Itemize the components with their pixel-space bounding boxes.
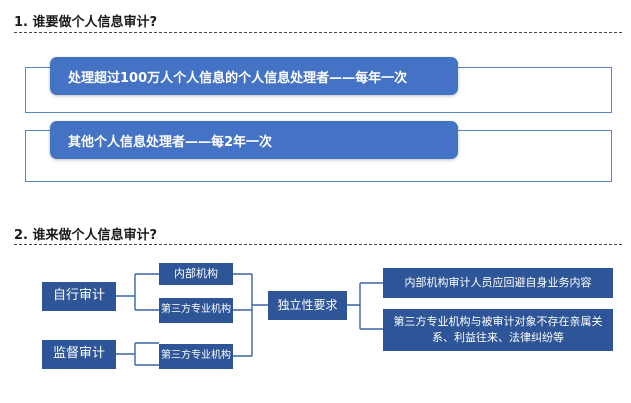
requirement-internal-label: 内部机构审计人员应回避自身业务内容: [404, 276, 592, 290]
supervised-audit-label: 监督审计: [52, 346, 105, 362]
internal-org-label: 内部机构: [174, 267, 218, 281]
self-audit-label: 自行审计: [52, 288, 105, 304]
third-party-org-box-1: 第三方专业机构: [159, 298, 233, 323]
item-2-label: 其他个人信息处理者——每2年一次: [68, 134, 273, 150]
section-1-heading: 1. 谁要做个人信息审计?: [14, 15, 158, 30]
item-1-label: 处理超过100万人个人信息的个人信息处理者——每年一次: [68, 70, 408, 86]
supervised-audit-box: 监督审计: [42, 340, 116, 369]
third-party-org-label-2: 第三方专业机构: [161, 350, 231, 362]
internal-org-box: 内部机构: [159, 263, 233, 285]
self-audit-box: 自行审计: [42, 282, 116, 311]
independence-label: 独立性要求: [277, 297, 338, 312]
requirement-third-party-label: 第三方专业机构与被审计对象不存在亲属关系、利益往来、法律纠纷等: [393, 315, 603, 344]
section-2-heading: 2. 谁来做个人信息审计?: [14, 228, 158, 243]
third-party-org-label-1: 第三方专业机构: [161, 304, 231, 316]
independence-box: 独立性要求: [268, 291, 347, 320]
third-party-org-box-2: 第三方专业机构: [159, 344, 233, 369]
requirement-third-party-box: 第三方专业机构与被审计对象不存在亲属关系、利益往来、法律纠纷等: [383, 309, 613, 351]
section-2-divider: [14, 244, 622, 245]
item-1-pill: 处理超过100万人个人信息的个人信息处理者——每年一次: [50, 57, 458, 95]
requirement-internal-box: 内部机构审计人员应回避自身业务内容: [383, 268, 613, 298]
section-1-divider: [14, 32, 622, 33]
item-2-pill: 其他个人信息处理者——每2年一次: [50, 121, 458, 159]
